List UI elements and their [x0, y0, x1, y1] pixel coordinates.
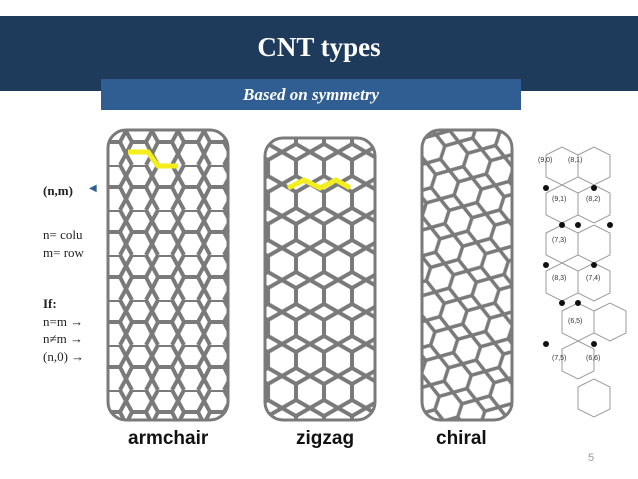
map-label-8: (7,5): [552, 355, 566, 362]
map-label-3: (8,2): [586, 196, 600, 203]
pointer-arrow-icon: ◀: [89, 183, 97, 194]
map-label-1: (8,1): [568, 157, 582, 164]
case-chiral: n≠m →: [43, 331, 83, 346]
map-label-6: (7,4): [586, 275, 600, 282]
map-label-9: (6,6): [586, 355, 600, 362]
map-label-2: (9,1): [552, 196, 566, 203]
title-bar: [0, 16, 638, 91]
zigzag-tube: [263, 136, 377, 422]
map-label-4: (7,3): [552, 237, 566, 244]
armchair-label: armchair: [128, 428, 209, 449]
map-label-7: (6,5): [568, 318, 582, 325]
case-zigzag: (n,0) →: [43, 349, 85, 364]
n-definition: n= colu: [43, 227, 83, 242]
chirality-hex-map: (9,0) (8,1) (9,1) (8,2) (7,3) (8,3) (7,4…: [538, 146, 627, 418]
m-definition: m= row: [43, 245, 84, 260]
slide-subtitle: Based on symmetry: [101, 79, 521, 110]
nanotube-illustrations: [106, 128, 514, 422]
chiral-label: chiral: [436, 428, 487, 449]
armchair-tube: [106, 128, 230, 422]
map-label-0: (9,0): [538, 157, 552, 164]
page-number: 5: [588, 452, 595, 464]
chiral-tube: [420, 128, 514, 422]
armchair-highlight: [128, 149, 178, 169]
if-label: If:: [43, 296, 57, 311]
zigzag-highlight: [286, 177, 352, 191]
slide-title: CNT types: [257, 32, 381, 62]
case-armchair: n=m →: [43, 314, 84, 329]
zigzag-label: zigzag: [296, 428, 355, 449]
map-label-5: (8,3): [552, 275, 566, 282]
notation-text: (n,m): [43, 183, 73, 198]
nanotube-figure: armchair zigzag chiral: [100, 120, 538, 460]
chirality-map: (9,0) (8,1) (9,1) (8,2) (7,3) (8,3) (7,4…: [538, 135, 638, 455]
